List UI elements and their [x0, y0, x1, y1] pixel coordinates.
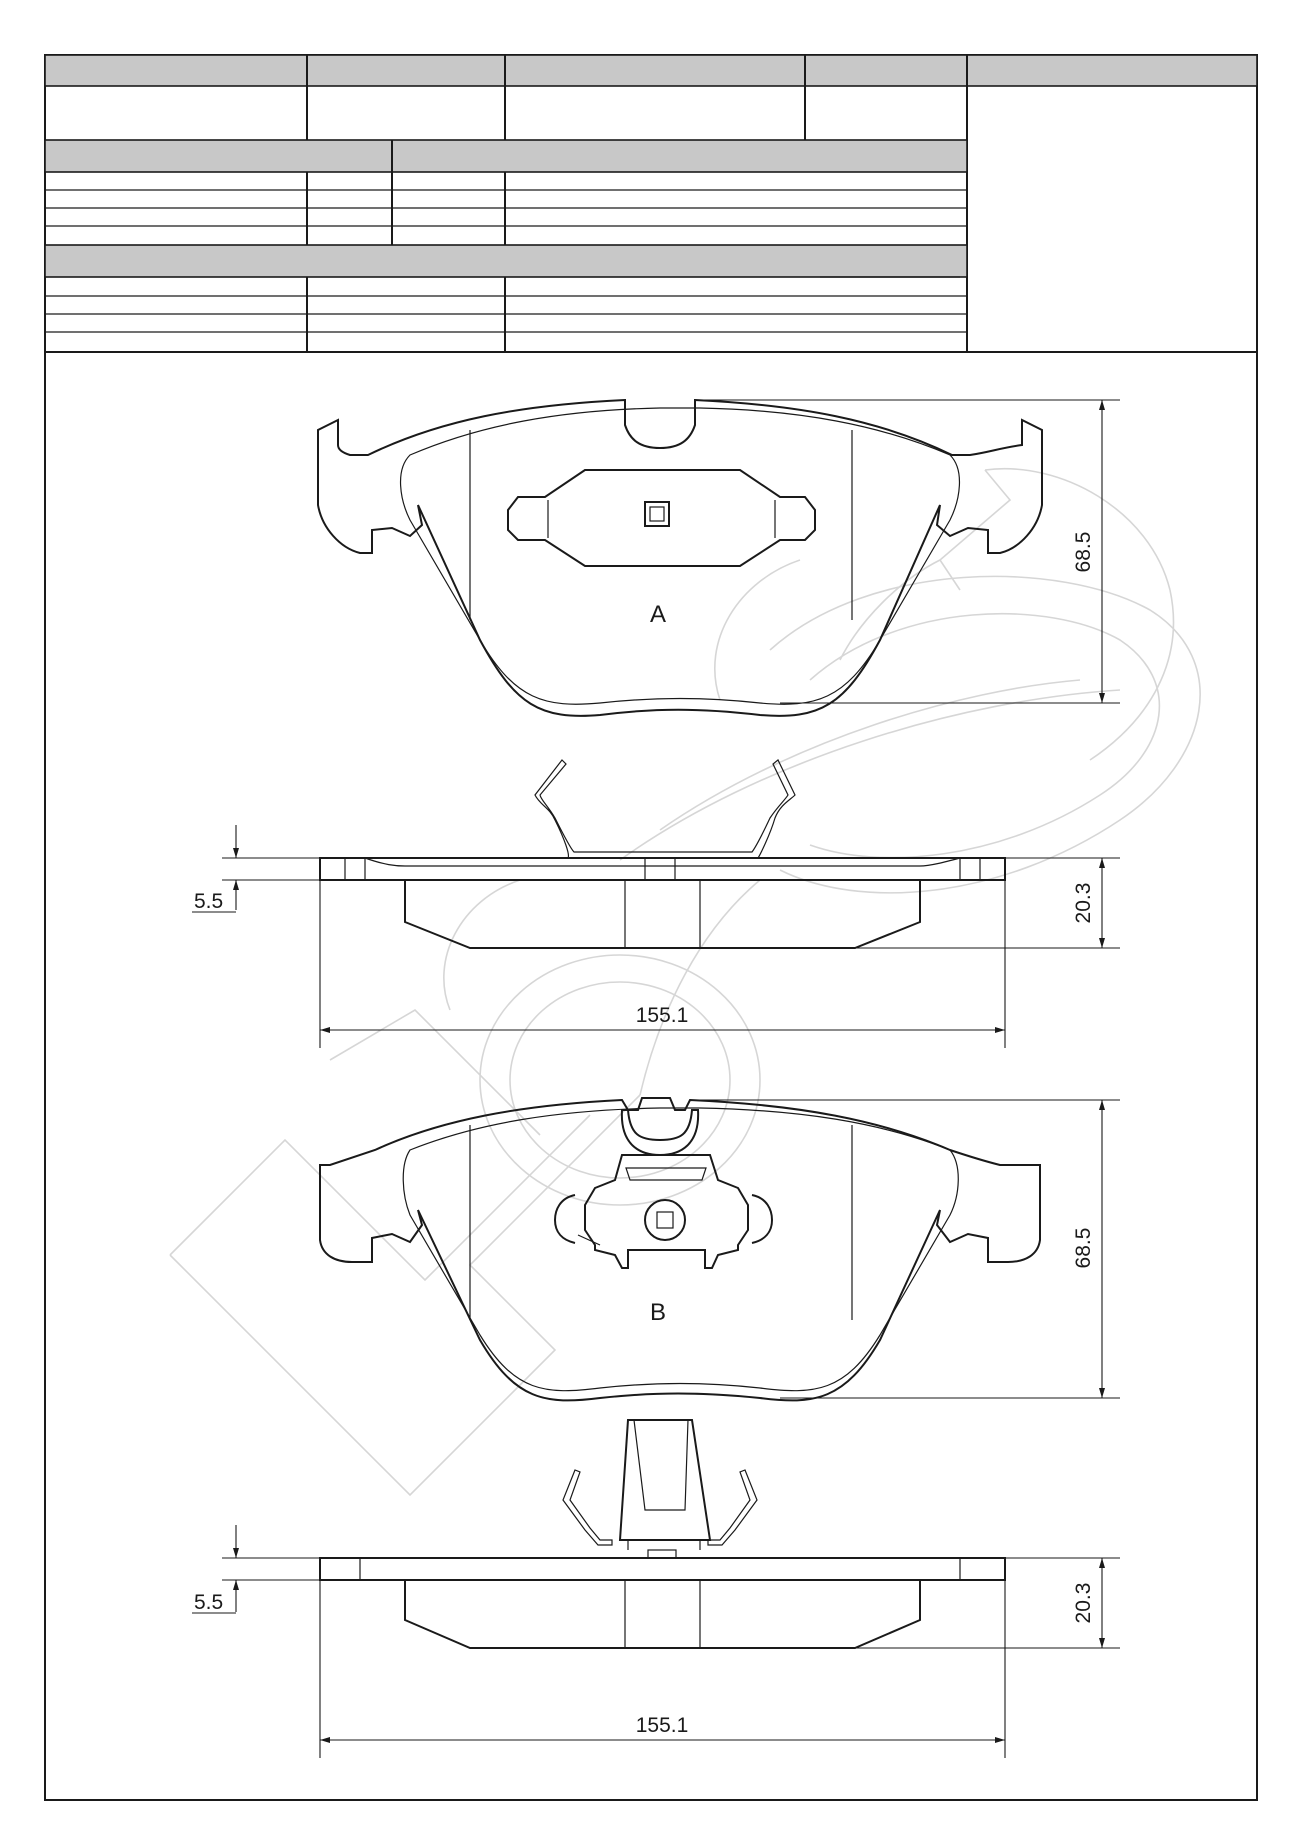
pad-a-backplate-dim: 5.5	[194, 890, 223, 913]
pad-a-backplate-side	[319, 857, 1006, 881]
sheet-border	[44, 54, 1258, 1801]
pad-b-height-dim: 68.5	[1072, 1228, 1095, 1269]
pad-b-side-view: 5.5 20.3 155.1	[192, 1419, 1120, 1758]
pad-b-thickness-dim: 20.3	[1072, 1583, 1095, 1624]
pad-a-friction-material	[399, 407, 961, 705]
pad-a-clip	[507, 469, 816, 567]
pad-a-backing-plate	[317, 398, 1043, 717]
pad-a-friction-side	[404, 880, 921, 949]
pad-b-label: B	[650, 1299, 666, 1326]
header-strip-3	[44, 244, 968, 278]
header-strip-2	[44, 139, 968, 173]
title-block	[44, 54, 1258, 1801]
pad-b-width-dim: 155.1	[636, 1714, 689, 1737]
pad-a-thickness-dim: 20.3	[1072, 883, 1095, 924]
pad-a-side-view: 5.5 20.3 155.1	[192, 759, 1120, 1048]
pad-a-rivet-square	[644, 501, 670, 527]
pad-b-sensor-tab	[620, 1109, 700, 1157]
pad-a-front-view: A 68.5	[317, 398, 1120, 717]
watermark-logo	[169, 468, 1201, 1497]
pad-b-front-view: B 68.5	[319, 1097, 1120, 1402]
pad-b-friction-material	[402, 1107, 959, 1392]
pad-a-height-dim: 68.5	[1072, 532, 1095, 573]
header-strip	[44, 54, 1258, 87]
pad-b-backplate-side	[319, 1557, 1006, 1581]
pad-a-spring-clip	[534, 759, 796, 859]
pad-b-sensor-tower	[618, 1419, 712, 1541]
pad-b-backplate-dim: 5.5	[194, 1591, 223, 1614]
pad-b-spring-left	[562, 1469, 613, 1546]
pad-b-backing-plate	[319, 1097, 1041, 1402]
pad-a-width-dim: 155.1	[636, 1004, 689, 1027]
pad-a-label: A	[650, 601, 666, 628]
pad-b-friction-side	[404, 1580, 921, 1649]
pad-b-spring-right	[707, 1469, 758, 1546]
pad-b-clip	[584, 1154, 749, 1269]
pad-b-rivet	[644, 1199, 686, 1241]
